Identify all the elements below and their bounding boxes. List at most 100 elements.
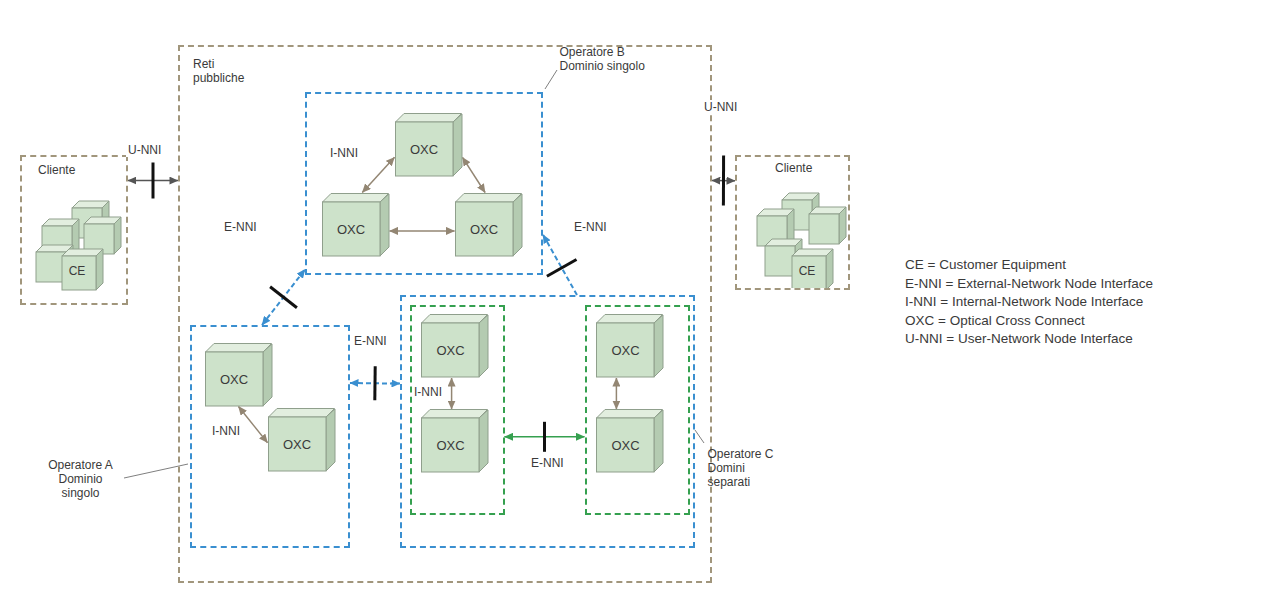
oxc-node: OXC [268,408,336,472]
cube-top [322,193,388,202]
node-label: OXC [436,343,464,358]
cube-side [114,217,121,254]
equipment-illustration [737,157,848,288]
interface-label: U-NNI [702,100,739,114]
cube-front [268,417,326,471]
interface-label: I-NNI [412,385,444,399]
cube-side [826,249,833,288]
connector [390,230,455,232]
cube-top [395,113,461,122]
oxc-face: OXC [395,122,454,177]
node-label: OXC [283,437,311,452]
client-box: ClienteCE [735,155,850,290]
leader-line [545,70,557,89]
interface-bar [270,287,297,308]
oxc-face: OXC [268,417,327,472]
cube-top [597,315,663,324]
cube-front [597,418,655,472]
interface-label: E-NNI [572,220,609,234]
cube-top [268,408,334,417]
legend-row: I-NNI = Internal-Network Node Interface [905,293,1153,312]
cube-side [380,194,389,256]
node-label: OXC [410,142,438,157]
node-label: OXC [337,222,365,237]
interface-label: E-NNI [222,220,259,234]
domain-box: Operatore C Domini separatiOXCOXCOXCOXC [400,295,695,548]
network-box: Reti pubbliche Operatore B Dominio singol… [178,45,712,583]
cube-front [597,323,655,377]
cube-side [513,194,522,256]
legend: CE = Customer EquipmentE-NNI = External-… [905,256,1153,349]
oxc-face: OXC [455,202,514,257]
connector [451,378,453,409]
node-label: OXC [611,343,639,358]
legend-text: I-NNI = Internal-Network Node Interface [905,294,1143,309]
cube-side [96,249,103,290]
domain-box: Operatore A Dominio singoloOXCOXC [190,325,350,548]
oxc-node: OXC [596,409,664,473]
cube-top [205,343,271,352]
interface-bar [722,156,725,206]
node-label: OXC [436,438,464,453]
cube-top [597,410,663,419]
node-label: Cliente [775,161,845,175]
oxc-node: OXC [395,113,463,177]
legend-text: U-NNI = User-Network Node Interface [905,331,1133,346]
legend-row: CE = Customer Equipment [905,256,1153,275]
cube-side [326,409,335,471]
connector [262,270,305,326]
interface-label: I-NNI [328,146,360,160]
cube-front [422,418,480,472]
connector [463,157,486,192]
interface-bar [373,366,376,400]
cube-top [422,410,488,419]
cube-front [765,246,795,276]
cube-side [654,315,663,377]
node-label: OXC [611,438,639,453]
cube-top [455,193,521,202]
node-label: Operatore A Dominio singolo [40,458,122,500]
interface-label: E-NNI [352,334,389,348]
cube-front [395,122,453,176]
subdomain-box: OXC OXC [410,305,505,515]
interface-label: U-NNI [126,143,163,157]
cube-front [809,214,839,244]
oxc-face: OXC [596,323,655,378]
legend-text: E-NNI = External-Network Node Interface [905,276,1153,291]
leader-line [695,430,704,443]
legend-text: CE = Customer Equipment [905,257,1066,272]
oxc-node: OXC [421,314,489,378]
equipment-label: CE [60,264,94,278]
node-label: OXC [470,222,498,237]
node-label: Operatore C Domini separati [708,447,786,489]
legend-text: OXC = Optical Cross Connect [905,313,1085,328]
cube-side [479,315,488,377]
connector [543,235,577,295]
cube-side [479,410,488,472]
node-label: Reti pubbliche [193,57,268,85]
oxc-face: OXC [421,418,480,473]
interface-bar [152,163,155,199]
legend-row: OXC = Optical Cross Connect [905,312,1153,331]
oxc-face: OXC [205,352,264,407]
oxc-node: OXC [596,314,664,378]
oxc-node: OXC [455,193,523,257]
connector [616,378,618,409]
cube-front [205,352,263,406]
cube-front [422,323,480,377]
connector [239,407,268,443]
node-label: Operatore B Dominio singolo [560,45,660,73]
node-label: Cliente [38,163,108,177]
cube-front [455,202,513,256]
cube-side [453,114,462,176]
interface-label: I-NNI [210,424,242,438]
connector [362,157,394,192]
cube-top [422,315,488,324]
equipment-label: CE [790,264,824,278]
domain-box: Operatore B Dominio singoloOXCOXCOXC [305,92,543,275]
cube-front [322,202,380,256]
oxc-node: OXC [205,343,273,407]
subdomain-box: OXC OXC [585,305,690,515]
oxc-face: OXC [322,202,381,257]
oxc-face: OXC [596,418,655,473]
